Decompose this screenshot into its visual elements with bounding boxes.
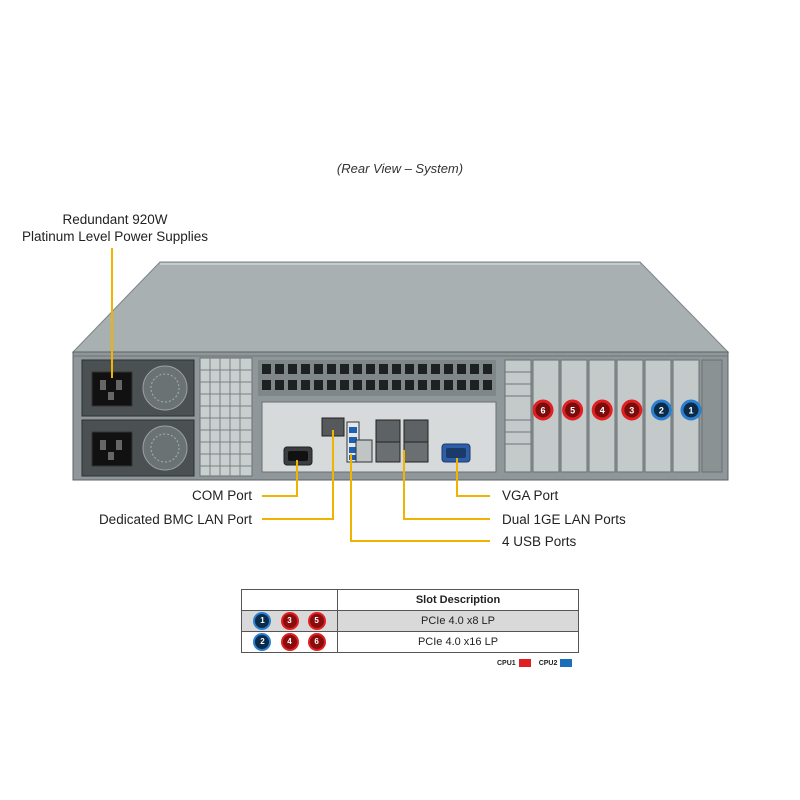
legend-cpu2-swatch bbox=[560, 659, 573, 667]
usb-port-stack bbox=[346, 421, 373, 463]
slot-marker-ring bbox=[562, 399, 584, 421]
slot-marker-ring bbox=[621, 399, 643, 421]
slot-description-table: Slot Description 1 3 5 PCIe 4.0 x8 LP 2 … bbox=[241, 589, 579, 653]
slot-marker-number: 3 bbox=[629, 406, 634, 416]
leader-lines bbox=[111, 248, 490, 542]
slot-marker-number: 5 bbox=[570, 406, 575, 416]
psu-label-line1: Redundant 920W bbox=[62, 212, 168, 227]
slot-table-corner bbox=[241, 589, 338, 611]
slot-marker: 2 bbox=[255, 635, 270, 649]
slot-marker: 6 bbox=[309, 635, 324, 649]
pcie-slot-markers: 6 5 4 3 2 1 bbox=[532, 399, 702, 421]
slot-icons-row2: 2 4 6 bbox=[241, 631, 338, 653]
slot-marker-number: 6 bbox=[540, 406, 545, 416]
callout-usb-ports: 4 USB Ports bbox=[502, 534, 577, 549]
slot-marker-ring bbox=[650, 399, 672, 421]
slot-table-header-row: Slot Description bbox=[241, 589, 579, 611]
slot-marker-number: 2 bbox=[659, 406, 664, 416]
callout-bmc-lan: Dedicated BMC LAN Port bbox=[98, 512, 252, 527]
slot-marker: 3 bbox=[282, 614, 297, 628]
power-supply-1 bbox=[81, 359, 195, 417]
slot-marker: 5 bbox=[309, 614, 324, 628]
leader-line-com bbox=[262, 460, 298, 497]
slot-marker-ring bbox=[532, 399, 554, 421]
legend-cpu1-label: CPU1 bbox=[497, 659, 516, 667]
slot-desc-row2: PCIe 4.0 x16 LP bbox=[337, 631, 579, 653]
vent-grid bbox=[199, 357, 253, 477]
slot-icons-row1: 1 3 5 bbox=[241, 610, 338, 632]
legend-cpu2-label: CPU2 bbox=[538, 659, 558, 667]
slot-marker-number: 4 bbox=[600, 406, 605, 416]
view-caption: (Rear View – System) bbox=[336, 161, 464, 176]
slot-table-header: Slot Description bbox=[337, 589, 579, 611]
slot-marker: 1 bbox=[255, 614, 270, 628]
legend-cpu1-swatch bbox=[518, 659, 531, 667]
leader-line-bmc bbox=[262, 430, 334, 520]
slot-marker-number: 1 bbox=[688, 406, 693, 416]
leader-line-dual-lan bbox=[403, 450, 490, 520]
callout-dual-lan: Dual 1GE LAN Ports bbox=[502, 512, 626, 527]
slot-table-row: 2 4 6 PCIe 4.0 x16 LP bbox=[241, 631, 579, 653]
slot-marker: 4 bbox=[282, 635, 297, 649]
slot-table-row: 1 3 5 PCIe 4.0 x8 LP bbox=[241, 610, 579, 632]
slot-desc-row1: PCIe 4.0 x8 LP bbox=[337, 610, 579, 632]
vga-port bbox=[441, 443, 471, 463]
power-supply-2 bbox=[81, 419, 195, 477]
slot-marker-ring bbox=[680, 399, 702, 421]
leader-line-vga bbox=[456, 458, 490, 497]
dual-lan-ports bbox=[375, 419, 429, 463]
callout-com-port: COM Port bbox=[191, 488, 252, 503]
cpu-legend: CPU1 CPU2 bbox=[497, 659, 577, 667]
slot-marker-ring bbox=[591, 399, 613, 421]
leader-line-usb bbox=[350, 454, 490, 542]
chassis-top-cover bbox=[71, 261, 730, 353]
callout-vga-port: VGA Port bbox=[502, 488, 559, 503]
psu-label: Redundant 920W Platinum Level Power Supp… bbox=[0, 211, 230, 245]
psu-label-line2: Platinum Level Power Supplies bbox=[21, 229, 209, 244]
